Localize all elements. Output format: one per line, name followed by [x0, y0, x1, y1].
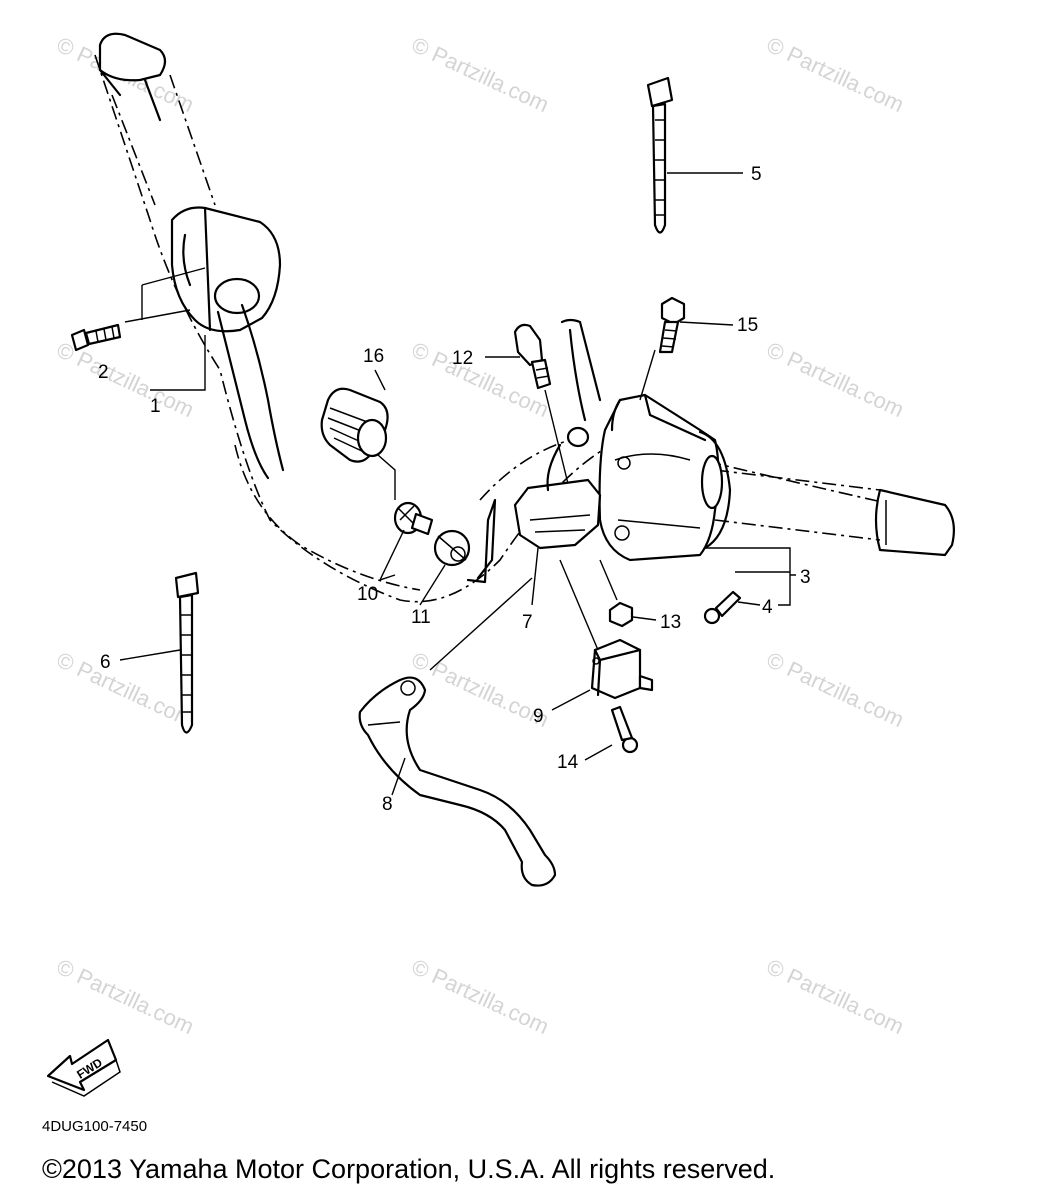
callout-2: 2: [98, 362, 109, 383]
callout-10: 10: [357, 584, 378, 605]
callout-4: 4: [762, 597, 773, 618]
nut-axis: [599, 559, 618, 601]
watermark: © Partzilla.com: [763, 32, 908, 117]
left-grip: [98, 32, 216, 206]
callout-5: 5: [751, 164, 762, 185]
callout-11: 11: [411, 607, 431, 628]
bracket-7: [513, 426, 602, 550]
handlebar-tube: [216, 303, 285, 480]
switch-axis: [559, 559, 599, 651]
handlebar-outline-lower: [234, 444, 421, 591]
handlebar-outline-right: [479, 439, 571, 501]
right-cable: [560, 318, 602, 422]
adjuster-10: [393, 501, 434, 536]
screw-14: [610, 705, 639, 754]
bolt-15: [658, 296, 686, 354]
watermark: © Partzilla.com: [408, 32, 553, 117]
spring-16: [320, 387, 389, 463]
fwd-arrow-icon: FWD: [46, 1038, 121, 1097]
callout-12: 12: [452, 348, 473, 369]
clutch-holder: [170, 206, 282, 333]
watermark: © Partzilla.com: [763, 954, 908, 1039]
cable-tie-5: [646, 76, 674, 234]
handlebar-centerline: [94, 54, 941, 603]
housing-leader: [639, 349, 656, 401]
watermark-layer: © Partzilla.com © Partzilla.com © Partzi…: [53, 32, 908, 1039]
callout-13: 13: [660, 612, 681, 633]
screw-2: [70, 323, 122, 352]
bracket-1: [124, 267, 206, 391]
nut-13: [608, 601, 634, 628]
callout-6: 6: [100, 652, 111, 673]
right-grip: [714, 469, 955, 557]
watermark: © Partzilla.com: [408, 954, 553, 1039]
watermark: © Partzilla.com: [408, 647, 553, 732]
watermark: © Partzilla.com: [763, 337, 908, 422]
screw-4: [703, 590, 742, 625]
watermark: © Partzilla.com: [763, 647, 908, 732]
switch-9: [590, 638, 654, 700]
bolt-12: [513, 323, 552, 390]
watermark: © Partzilla.com: [53, 337, 198, 422]
callout-16: 16: [363, 346, 384, 367]
callout-1: 1: [150, 396, 161, 417]
callout-9: 9: [533, 706, 544, 727]
switch-housing-3: [598, 393, 732, 562]
copyright-notice: ©2013 Yamaha Motor Corporation, U.S.A. A…: [42, 1154, 776, 1184]
cable-zigzag: [466, 498, 497, 584]
callout-15: 15: [737, 315, 758, 336]
spring-leader: [377, 454, 396, 500]
lever-8: [358, 676, 557, 887]
diagram-code: 4DUG100-7450: [42, 1118, 148, 1135]
watermark: © Partzilla.com: [53, 954, 198, 1039]
callout-leaders: [119, 172, 796, 796]
callout-7: 7: [522, 612, 533, 633]
cable-tie-6: [174, 571, 200, 734]
callout-8: 8: [382, 794, 393, 815]
locknut-11: [433, 529, 471, 567]
lever-axis: [429, 577, 533, 671]
callout-3: 3: [800, 567, 811, 588]
callout-14: 14: [557, 752, 579, 773]
